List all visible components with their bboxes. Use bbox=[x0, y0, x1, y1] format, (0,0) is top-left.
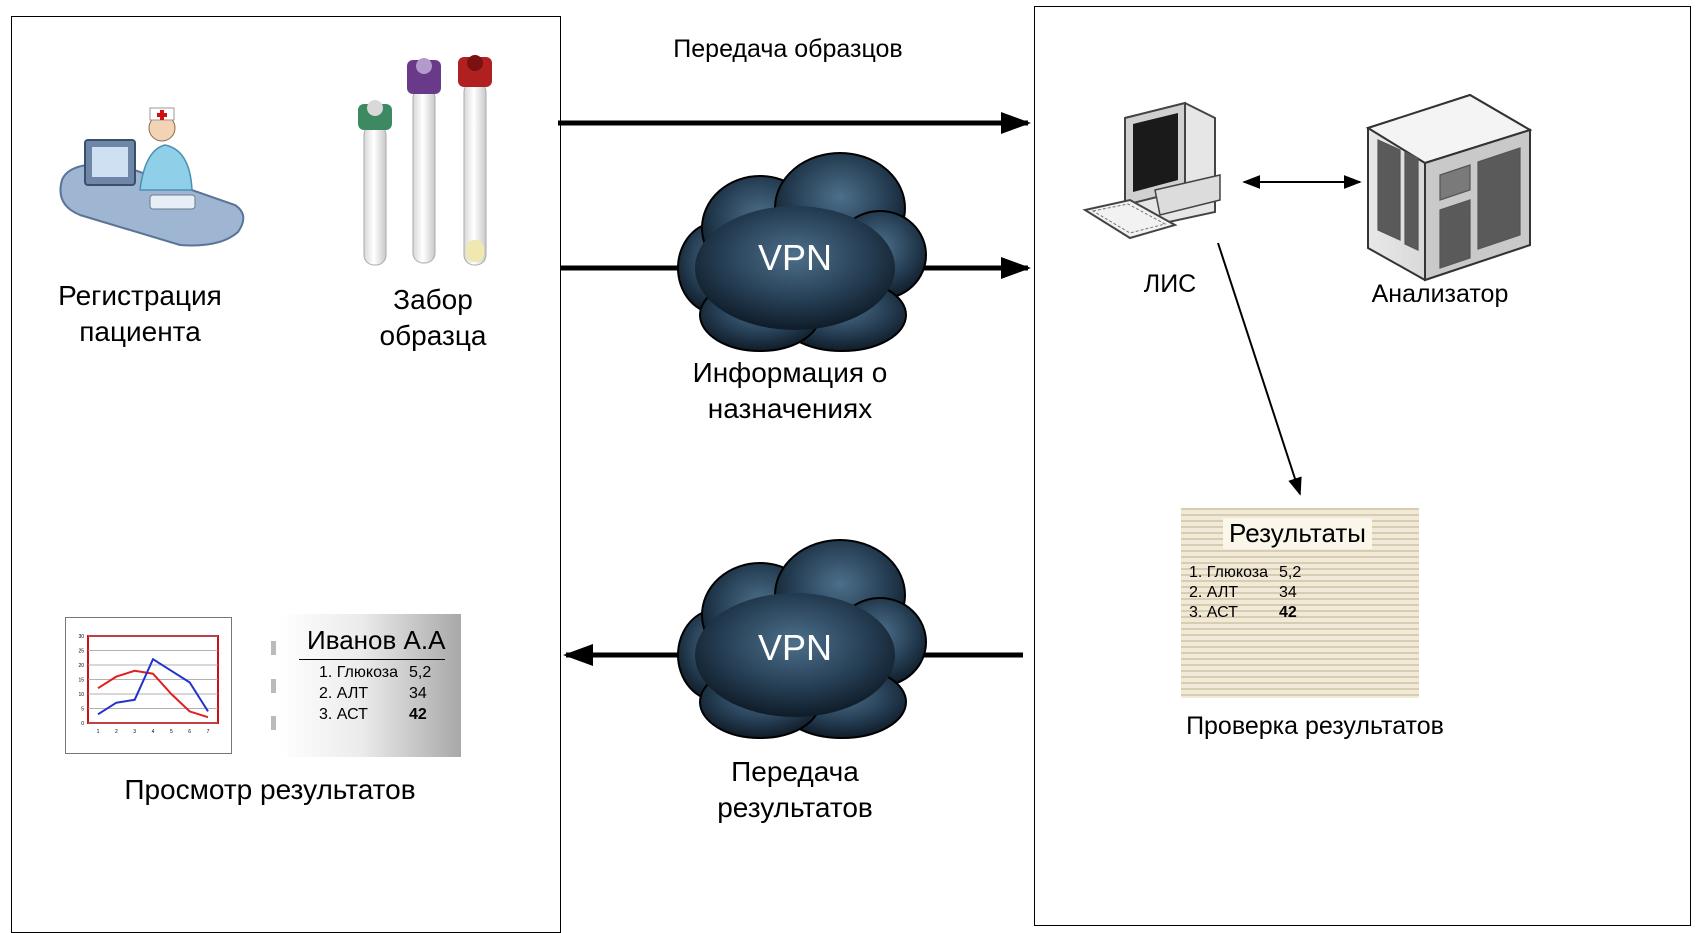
y-tick-label: 5 bbox=[81, 707, 84, 713]
results-verification-card: Результаты 1. Глюкоза 5,2 2. АЛТ 34 3. АСТ 42 bbox=[1181, 508, 1419, 698]
x-tick-label: 7 bbox=[207, 729, 210, 735]
result-row: 2. АЛТ 34 bbox=[1189, 584, 1339, 602]
results-view-label: Просмотр результатов bbox=[124, 774, 416, 805]
result-name: 3. АСТ bbox=[1189, 604, 1238, 621]
mini-chart-svg: 30 25 20 15 10 5 0 1 2 3 4 5 6 7 bbox=[78, 634, 219, 735]
results-title: Результаты bbox=[1223, 518, 1372, 549]
sample-transfer-label: Передача образцов bbox=[673, 35, 903, 63]
lis-computer-icon bbox=[1082, 101, 1221, 240]
result-name: 1. Глюкоза bbox=[319, 664, 399, 681]
y-tick-label: 25 bbox=[78, 649, 84, 655]
y-tick-label: 15 bbox=[78, 678, 84, 684]
x-tick-label: 6 bbox=[188, 729, 191, 735]
chart-series-line-1 bbox=[97, 669, 209, 719]
analyzer-server-icon bbox=[1365, 93, 1533, 282]
sampling-label: Забор образца bbox=[379, 284, 487, 351]
results-transfer-label: Передача результатов bbox=[717, 756, 873, 823]
result-row: 1. Глюкоза 5,2 bbox=[319, 664, 449, 682]
x-tick-label: 3 bbox=[133, 729, 136, 735]
y-tick-label: 20 bbox=[78, 663, 84, 669]
registration-desk-icon bbox=[59, 107, 245, 247]
x-tick-label: 4 bbox=[152, 729, 155, 735]
lis-to-verification-arrow bbox=[1217, 242, 1302, 496]
analyzer-label: Анализатор bbox=[1371, 280, 1509, 308]
vpn-cloud-top-icon: VPN bbox=[677, 152, 927, 352]
patient-name: Иванов А.А bbox=[307, 625, 446, 655]
result-value: 42 bbox=[409, 706, 427, 723]
result-value: 42 bbox=[1279, 604, 1297, 621]
result-name: 2. АЛТ bbox=[1189, 584, 1239, 601]
result-name: 2. АЛТ bbox=[319, 685, 369, 702]
y-tick-label: 10 bbox=[78, 692, 84, 698]
results-mini-chart: 30 25 20 15 10 5 0 1 2 3 4 5 6 7 bbox=[65, 617, 232, 754]
x-tick-label: 1 bbox=[97, 729, 100, 735]
result-value: 5,2 bbox=[409, 664, 432, 681]
result-name: 3. АСТ bbox=[319, 706, 368, 723]
x-tick-label: 5 bbox=[170, 729, 173, 735]
result-value: 34 bbox=[1279, 584, 1297, 601]
x-tick-label: 2 bbox=[115, 729, 118, 735]
y-tick-label: 30 bbox=[78, 634, 84, 640]
vpn-top-text: VPN bbox=[758, 237, 832, 278]
registration-label: Регистрация пациента bbox=[58, 280, 222, 347]
verification-label: Проверка результатов bbox=[1186, 712, 1444, 740]
vpn-cloud-bottom-icon: VPN bbox=[677, 539, 927, 739]
orders-info-label: Информация о назначениях bbox=[692, 357, 888, 424]
result-row: 3. АСТ 42 bbox=[1189, 604, 1339, 622]
sample-tubes-icon bbox=[358, 55, 492, 266]
binder-hole-2 bbox=[271, 679, 276, 693]
result-value: 34 bbox=[409, 685, 427, 702]
patient-name-underline bbox=[299, 659, 445, 660]
lis-label: ЛИС bbox=[1143, 270, 1197, 298]
result-row: 1. Глюкоза 5,2 bbox=[1189, 564, 1339, 582]
patient-results-card: Иванов А.А 1. Глюкоза 5,2 2. АЛТ 34 3. АСТ 42 bbox=[271, 614, 461, 757]
binder-hole-1 bbox=[271, 641, 276, 655]
result-value: 5,2 bbox=[1279, 564, 1302, 581]
y-tick-label: 0 bbox=[81, 721, 84, 727]
result-name: 1. Глюкоза bbox=[1189, 564, 1269, 581]
result-row: 2. АЛТ 34 bbox=[319, 685, 449, 703]
chart-series-line-2 bbox=[97, 657, 209, 716]
result-row: 3. АСТ 42 bbox=[319, 706, 449, 724]
binder-hole-3 bbox=[271, 716, 276, 730]
vpn-bottom-text: VPN bbox=[758, 627, 832, 668]
